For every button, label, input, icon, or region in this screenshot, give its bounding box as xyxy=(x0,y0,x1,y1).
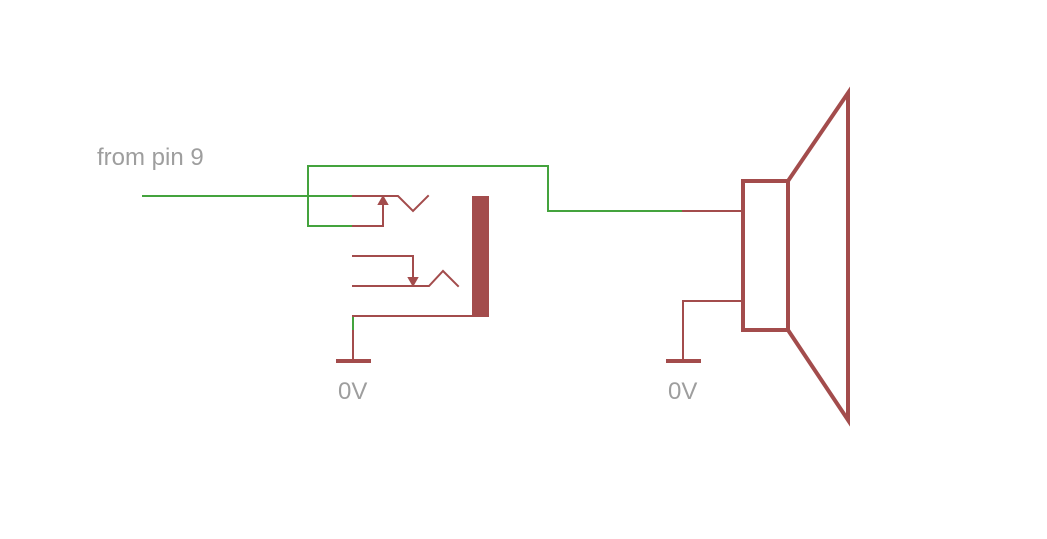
jack-tip-switch xyxy=(352,201,384,227)
speaker-magnet xyxy=(741,179,790,332)
jack-tip-contact xyxy=(352,194,430,213)
arrow-up-icon xyxy=(377,194,389,205)
jack-sleeve-bar xyxy=(472,196,489,317)
signal-label: from pin 9 xyxy=(97,144,204,171)
ground-label-jack: 0V xyxy=(338,378,367,405)
nets xyxy=(142,165,684,332)
jack-ring-switch xyxy=(352,255,414,281)
jack-ring-contact xyxy=(352,269,460,288)
net-jack-loop xyxy=(307,165,684,227)
arrow-down-icon xyxy=(407,277,419,288)
speaker-symbol xyxy=(666,86,850,427)
speaker-lead-2 xyxy=(682,300,743,332)
audio-jack-symbol xyxy=(336,194,489,363)
speaker-cone xyxy=(785,86,850,427)
ground-label-speaker: 0V xyxy=(668,378,697,405)
